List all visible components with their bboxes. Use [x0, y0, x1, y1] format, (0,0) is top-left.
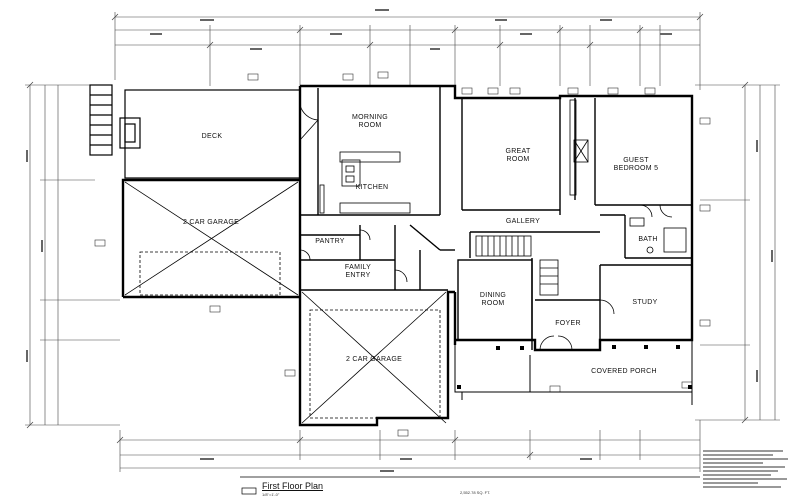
dimension-lines: [25, 12, 780, 472]
drawing-area: 2,552.78 SQ. FT.: [460, 490, 491, 495]
room-label-line: GALLERY: [505, 218, 541, 225]
dimension-ticks: [26, 13, 749, 459]
room-label-line: ROOM: [506, 156, 530, 163]
drawing-title: First Floor Plan: [262, 481, 324, 491]
title-block: First Floor Plan 1/8"=1'-0" 2,552.78 SQ.…: [240, 478, 700, 498]
room-label-line: BEDROOM 5: [613, 165, 659, 172]
room-label-line: BATH: [638, 236, 658, 243]
room-label-line: ROOM: [481, 300, 505, 307]
room-label-line: 2 CAR GARAGE: [182, 219, 240, 226]
room-label-line: GUEST: [623, 157, 649, 164]
room-label-line: PANTRY: [315, 238, 345, 245]
room-label-line: MORNING: [352, 114, 388, 121]
porch-columns: [457, 345, 692, 389]
room-label-bath: BATH: [638, 236, 657, 244]
room-label-line: 2 CAR GARAGE: [345, 356, 403, 363]
fireplace-and-stairs: [475, 99, 589, 296]
room-label-line: ENTRY: [345, 272, 371, 279]
window-tags: [94, 71, 711, 437]
room-label-line: ROOM: [358, 122, 382, 129]
room-label-covered-porch: COVERED PORCH: [591, 368, 657, 376]
covered-porch: [454, 340, 693, 405]
room-label-line: FOYER: [555, 320, 581, 327]
general-notes: [703, 448, 798, 496]
room-label-line: DECK: [201, 133, 223, 140]
kitchen-fixtures: [299, 104, 411, 214]
room-label-kitchen: KITCHEN: [356, 184, 389, 192]
room-label-garage-lower: 2 CAR GARAGE: [346, 356, 402, 364]
deck: [89, 84, 301, 179]
room-label-study: STUDY: [632, 299, 657, 307]
room-label-gallery: GALLERY: [506, 218, 540, 226]
room-label-garage-upper: 2 CAR GARAGE: [183, 219, 239, 227]
interior-walls: [300, 86, 692, 350]
room-label-line: STUDY: [632, 299, 658, 306]
room-label-line: COVERED PORCH: [591, 368, 657, 375]
room-label-pantry: PANTRY: [315, 238, 345, 246]
room-label-line: KITCHEN: [355, 184, 389, 191]
title-block-frame: [240, 476, 700, 495]
drawing-scale: 1/8"=1'-0": [262, 492, 280, 497]
doors: [299, 229, 615, 351]
room-label-line: GREAT: [505, 148, 531, 155]
dimension-text-marks: [26, 9, 773, 472]
room-label-foyer: FOYER: [555, 320, 581, 328]
room-label-line: DINING: [479, 292, 507, 299]
garage-x-marks: [124, 181, 447, 424]
room-label-line: FAMILY: [344, 264, 372, 271]
bath-fixtures: [629, 204, 687, 254]
room-label-deck: DECK: [202, 133, 223, 141]
